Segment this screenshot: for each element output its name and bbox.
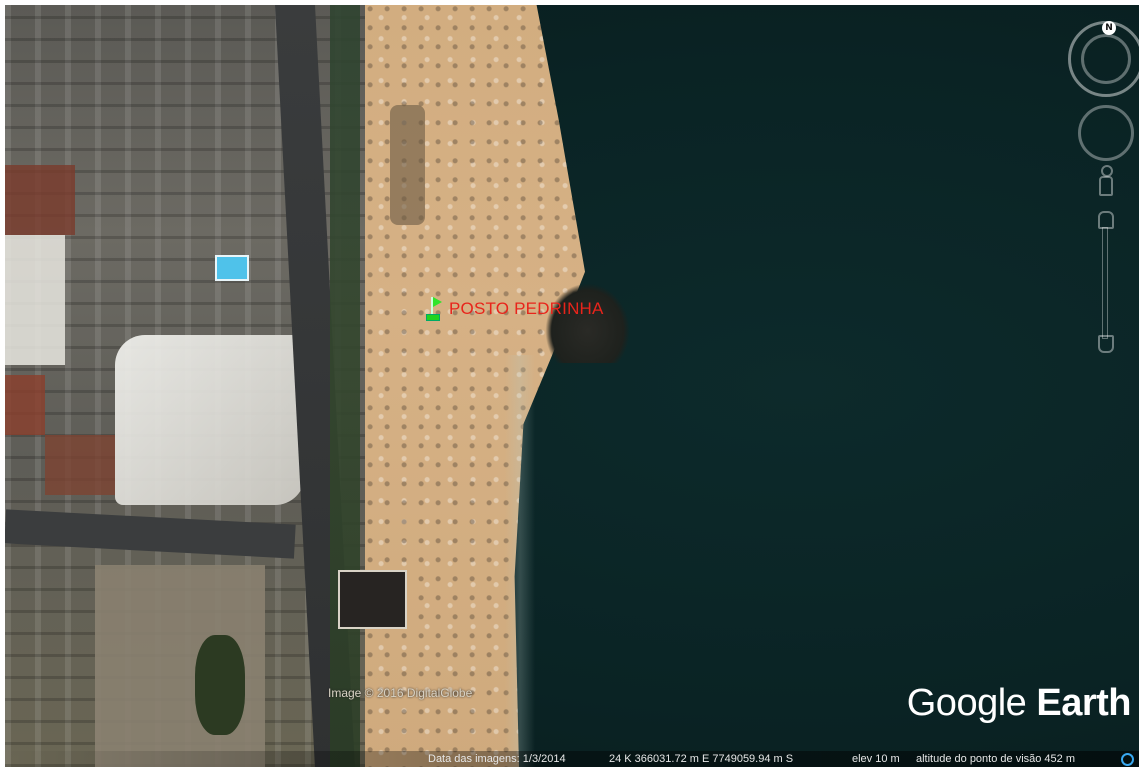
green-belt xyxy=(330,5,360,767)
placemark-label[interactable]: POSTO PEDRINHA xyxy=(449,299,604,318)
eye-altitude: altitude do ponto de visão 452 m xyxy=(916,753,1076,765)
logo-earth: Earth xyxy=(1036,682,1131,724)
zoom-in-icon[interactable] xyxy=(1098,211,1114,229)
beach-patch xyxy=(390,105,425,225)
building-roof xyxy=(5,165,75,235)
zoom-slider[interactable] xyxy=(1098,211,1114,353)
building xyxy=(5,235,65,365)
rocks xyxy=(545,283,630,363)
compass-ring[interactable]: N xyxy=(1068,21,1139,97)
building-roof xyxy=(5,375,45,435)
zoom-rail[interactable] xyxy=(1102,227,1108,339)
status-bar: Data das imagens: 1/3/2014 24 K 366031.7… xyxy=(0,751,1139,767)
imagery-credit: Image © 2016 DigitalGlobe xyxy=(328,686,473,700)
placemark[interactable]: POSTO PEDRINHA xyxy=(425,295,604,323)
tree-cluster xyxy=(195,635,245,735)
swimming-pool xyxy=(215,255,249,281)
look-joystick-icon[interactable] xyxy=(1078,105,1134,161)
map-viewport[interactable]: POSTO PEDRINHA Image © 2016 DigitalGlobe… xyxy=(5,5,1139,767)
cursor-coordinates: 24 K 366031.72 m E 7749059.94 m S xyxy=(609,753,794,765)
green-flag-icon[interactable] xyxy=(425,295,442,323)
zoom-out-icon[interactable] xyxy=(1098,335,1114,353)
logo-google: Google xyxy=(906,682,1027,724)
large-building xyxy=(115,335,305,505)
building-roof xyxy=(45,435,115,495)
street-view-pegman-icon[interactable] xyxy=(1099,165,1113,196)
surf-line xyxy=(505,355,535,767)
compass-inner-icon[interactable] xyxy=(1081,34,1131,84)
north-indicator[interactable]: N xyxy=(1102,21,1116,35)
google-earth-logo: Google Earth xyxy=(906,682,1132,725)
imagery-date: Data das imagens: 1/3/2014 xyxy=(428,753,566,765)
beach-kiosk xyxy=(338,570,407,629)
elevation: elev 10 m xyxy=(852,753,900,765)
streaming-status-icon xyxy=(1121,753,1134,766)
navigation-controls: N xyxy=(1065,13,1139,373)
